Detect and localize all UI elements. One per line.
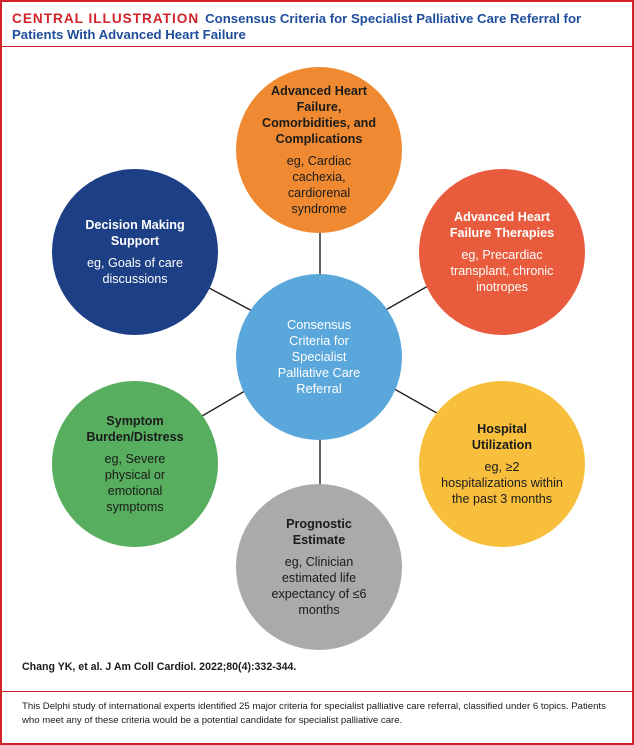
topic-title: Decision Making Support — [85, 218, 185, 248]
header-divider — [2, 46, 632, 47]
center-title: Consensus Criteria for Specialist Pallia… — [277, 317, 361, 396]
center-circle: Consensus Criteria for Specialist Pallia… — [236, 274, 402, 440]
topic-circle-hospital-utilization: Hospital Utilization eg, ≥2 hospitalizat… — [419, 381, 585, 547]
topic-circle-prognostic-estimate: Prognostic Estimate eg, Clinician estima… — [236, 484, 402, 650]
topic-example: eg, ≥2 hospitalizations within the past … — [441, 460, 563, 506]
topic-title: Advanced Heart Failure Therapies — [449, 210, 555, 240]
topic-example: eg, Goals of care discussions — [87, 256, 183, 286]
header-tag: CENTRAL ILLUSTRATION — [12, 11, 200, 26]
citation: Chang YK, et al. J Am Coll Cardiol. 2022… — [22, 661, 297, 673]
topic-circle-decision-support: Decision Making Support eg, Goals of car… — [52, 169, 218, 335]
header-title: Consensus Criteria for Specialist Pallia… — [12, 11, 582, 42]
footnote: This Delphi study of international exper… — [22, 701, 606, 726]
footer-divider — [2, 691, 632, 692]
topic-example: eg, Clinician estimated life expectancy … — [271, 555, 367, 617]
topic-example: eg, Severe physical or emotional symptom… — [104, 452, 166, 514]
topic-title: Symptom Burden/Distress — [86, 414, 184, 444]
topic-title: Prognostic Estimate — [286, 517, 352, 547]
topic-circle-complications: Advanced Heart Failure, Comorbidities, a… — [236, 67, 402, 233]
topic-example: eg, Cardiac cachexia, cardiorenal syndro… — [286, 154, 352, 216]
topic-title: Hospital Utilization — [471, 422, 533, 452]
topic-title: Advanced Heart Failure, Comorbidities, a… — [261, 84, 377, 146]
topic-example: eg, Precardiac transplant, chronic inotr… — [450, 248, 554, 294]
topic-circle-symptom-burden: Symptom Burden/Distress eg, Severe physi… — [52, 381, 218, 547]
topic-circle-therapies: Advanced Heart Failure Therapies eg, Pre… — [419, 169, 585, 335]
